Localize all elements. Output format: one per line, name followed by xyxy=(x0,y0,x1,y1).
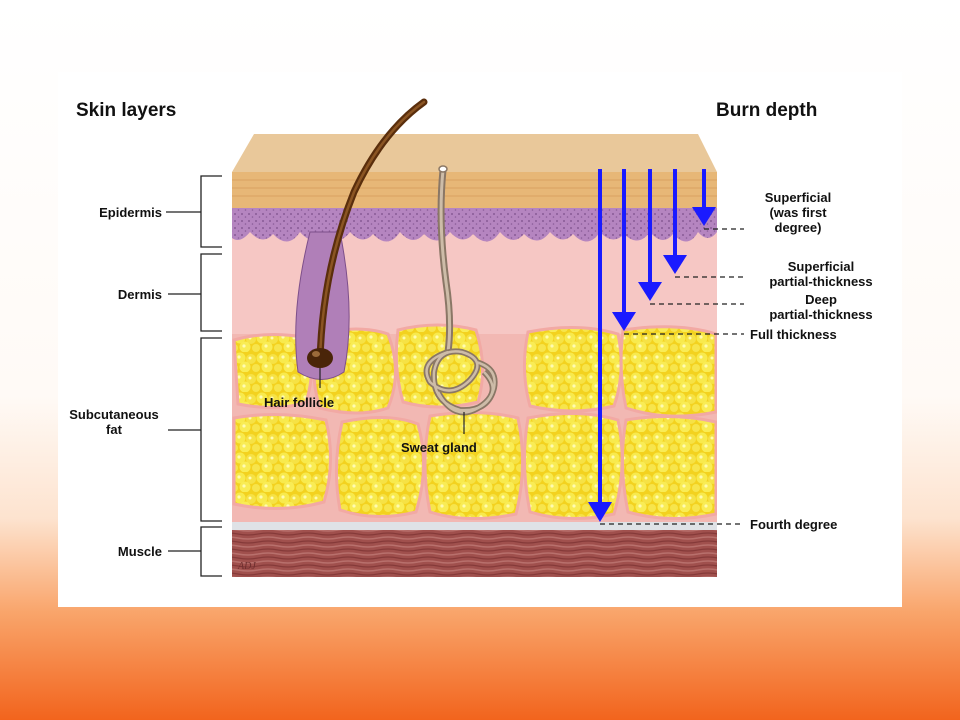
burn-depth-arrows xyxy=(588,169,716,522)
burn-depth-heading: Burn depth xyxy=(716,100,818,121)
fascia-layer xyxy=(232,522,717,530)
basal-layer xyxy=(232,208,717,242)
burn-depth-leaders xyxy=(600,228,744,525)
epidermis-layer xyxy=(232,172,717,208)
skin-diagram-panel: Skin layers Burn depth Epidermis Dermis … xyxy=(58,72,902,607)
skin-surface xyxy=(232,134,717,172)
superficial-partial-label: Superficial partial-thickness xyxy=(769,259,873,289)
skin-cross-section xyxy=(166,98,744,577)
sweat-gland-illustration xyxy=(423,165,498,434)
hair-follicle-illustration xyxy=(295,98,428,388)
arrow-superficial xyxy=(692,169,716,226)
deep-partial-label: Deep partial-thickness xyxy=(769,292,873,322)
full-thickness-label: Full thickness xyxy=(750,327,837,342)
skin-layers-heading: Skin layers xyxy=(76,100,177,121)
arrow-superficial-partial xyxy=(663,169,687,274)
epidermis-label: Epidermis xyxy=(99,205,162,220)
sweat-gland-label: Sweat gland xyxy=(401,440,477,455)
muscle-layer xyxy=(232,530,717,577)
muscle-label: Muscle xyxy=(117,544,162,559)
arrow-fourth-degree xyxy=(588,169,612,522)
arrow-full-thickness xyxy=(612,169,636,331)
hair-follicle-label: Hair follicle xyxy=(264,395,335,410)
superficial-label: Superficial (was first degree) xyxy=(764,190,832,235)
dermis-label: Dermis xyxy=(117,287,162,302)
arrow-deep-partial xyxy=(638,169,662,301)
artist-mark: ADJ xyxy=(238,561,256,572)
subcutaneous-fat-label: Subcutaneous fat xyxy=(69,407,159,437)
fourth-degree-label: Fourth degree xyxy=(750,517,838,532)
layer-brackets xyxy=(166,175,222,577)
